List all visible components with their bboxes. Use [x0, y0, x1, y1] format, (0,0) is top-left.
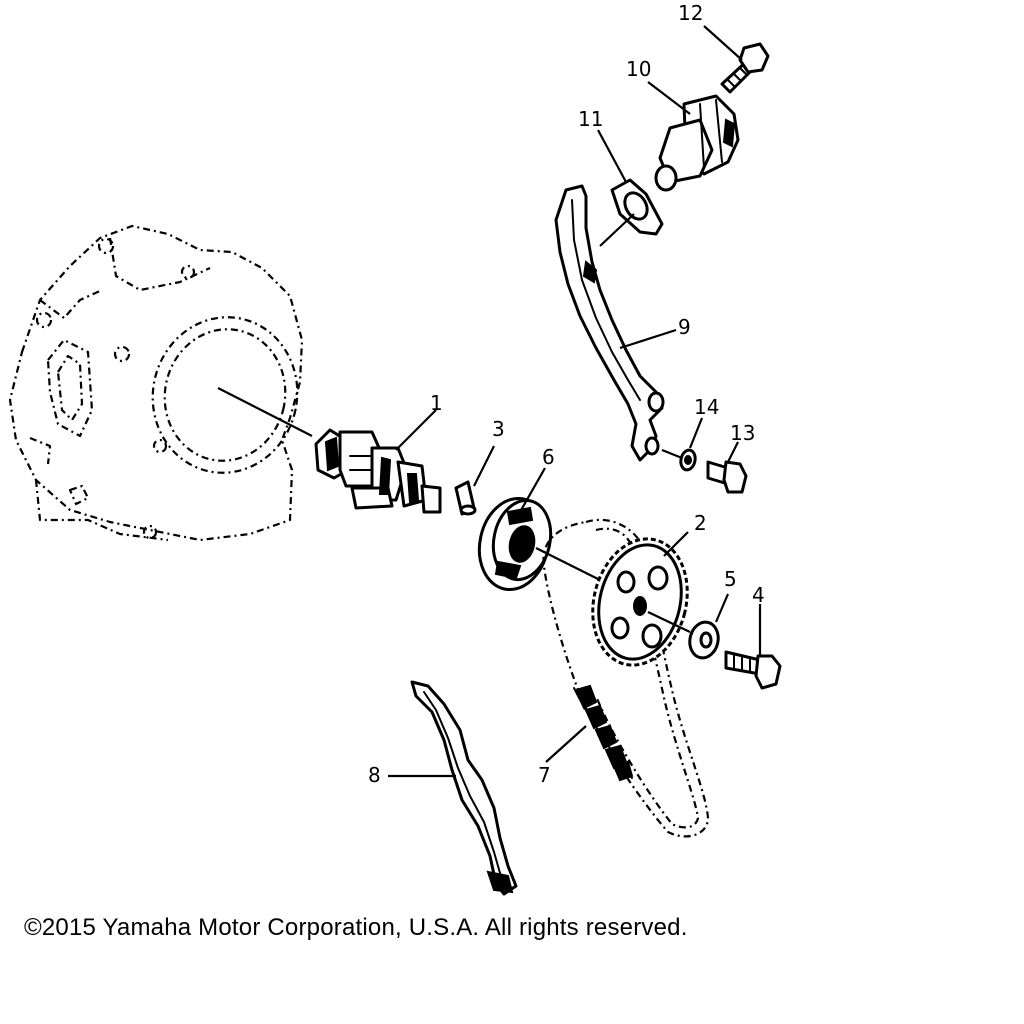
callout-14: 14	[694, 395, 719, 419]
callout-1: 1	[430, 391, 443, 415]
tensioner-bolt	[720, 42, 770, 94]
callout-leaders	[388, 25, 762, 778]
chain-guide-upper	[554, 184, 665, 462]
dowel-pin	[454, 480, 477, 516]
cam-sprocket	[591, 537, 689, 667]
camshaft-axis-line	[217, 387, 313, 437]
tensioner-axis-line	[599, 213, 635, 247]
cam-chain-links	[573, 684, 634, 782]
callout-7: 7	[538, 763, 551, 787]
bolt-axis-line	[647, 611, 691, 633]
copyright-notice: ©2015 Yamaha Motor Corporation, U.S.A. A…	[24, 914, 688, 941]
callout-9: 9	[678, 315, 691, 339]
sprocket-axis-line	[535, 547, 605, 583]
camshaft	[314, 428, 442, 514]
callout-8: 8	[368, 763, 381, 787]
callout-5: 5	[724, 567, 737, 591]
washer	[688, 620, 720, 660]
callout-10: 10	[626, 57, 651, 81]
guide-bolt-axis-line	[661, 448, 683, 460]
cylinder-head-outline	[8, 224, 304, 542]
callout-13: 13	[730, 421, 755, 445]
guide-bolt	[706, 460, 748, 494]
sprocket-bolt	[724, 650, 782, 690]
callout-12: 12	[678, 1, 703, 25]
callout-2: 2	[694, 511, 707, 535]
guide-washer	[679, 448, 697, 472]
chain-guide-lower	[410, 680, 518, 896]
callout-3: 3	[492, 417, 505, 441]
cam-weight	[477, 496, 553, 592]
chain-tensioner	[654, 94, 740, 192]
callout-6: 6	[542, 445, 555, 469]
callout-4: 4	[752, 583, 765, 607]
callout-labels: 1 2 3 4 5 6 7 8 9 10 11 12 13 14	[368, 1, 765, 787]
callout-11: 11	[578, 107, 603, 131]
tensioner-gasket	[610, 178, 664, 236]
